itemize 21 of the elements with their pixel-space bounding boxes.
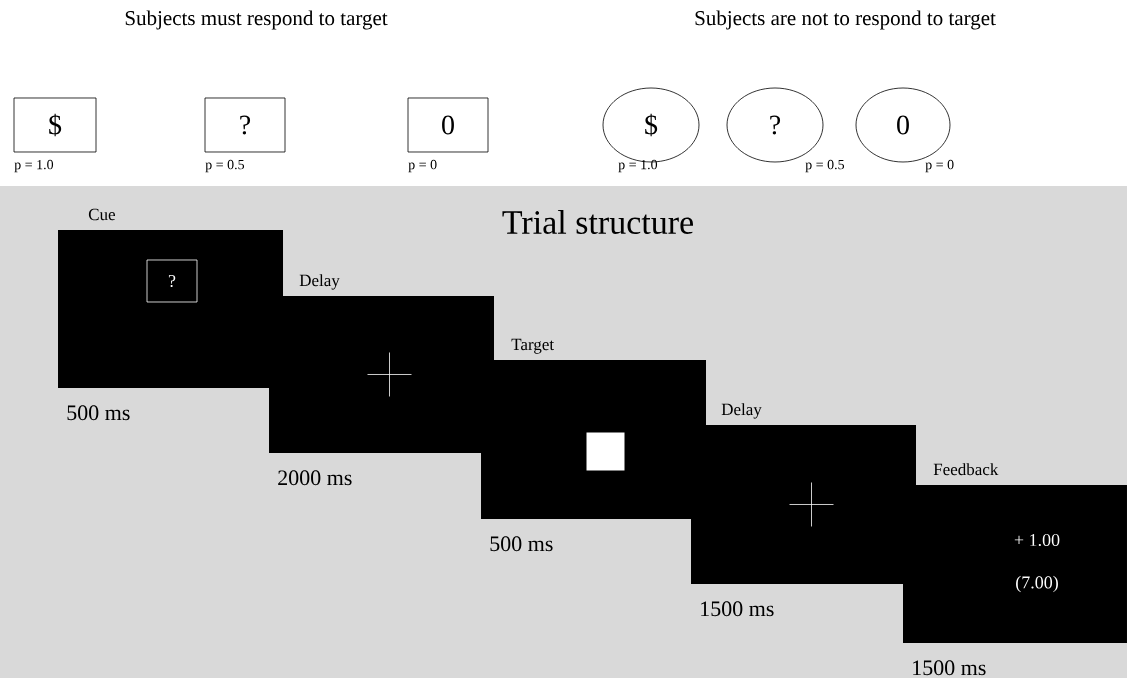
heading: Subjects are not to respond to target bbox=[695, 10, 996, 30]
duration-label: 500 ms bbox=[67, 405, 130, 421]
probability-label: p = 1.0 bbox=[14, 159, 54, 173]
duration-label: 1500 ms bbox=[701, 601, 774, 617]
screen-label: Delay bbox=[721, 403, 762, 419]
cue-symbol-box: ? bbox=[146, 259, 198, 303]
duration-label: 500 ms bbox=[490, 536, 553, 552]
screen-label: Target bbox=[511, 338, 554, 354]
feedback-text: + 1.00 bbox=[1014, 533, 1060, 547]
duration-label: 2000 ms bbox=[278, 470, 352, 486]
probability-label: p = 0.5 bbox=[205, 159, 245, 173]
feedback-text: (7.00) bbox=[1016, 575, 1058, 593]
cue-box: $ bbox=[13, 97, 97, 153]
probability-label: p = 0 bbox=[408, 159, 437, 173]
screen-label: Cue bbox=[88, 208, 115, 221]
screen-label: Delay bbox=[299, 274, 340, 290]
screen-label: Feedback bbox=[933, 463, 999, 476]
heading: Subjects must respond to target bbox=[125, 10, 388, 30]
cue-box: 0 bbox=[407, 97, 489, 153]
cue-box: ? bbox=[204, 97, 286, 153]
duration-label: 1500 ms bbox=[913, 660, 986, 676]
